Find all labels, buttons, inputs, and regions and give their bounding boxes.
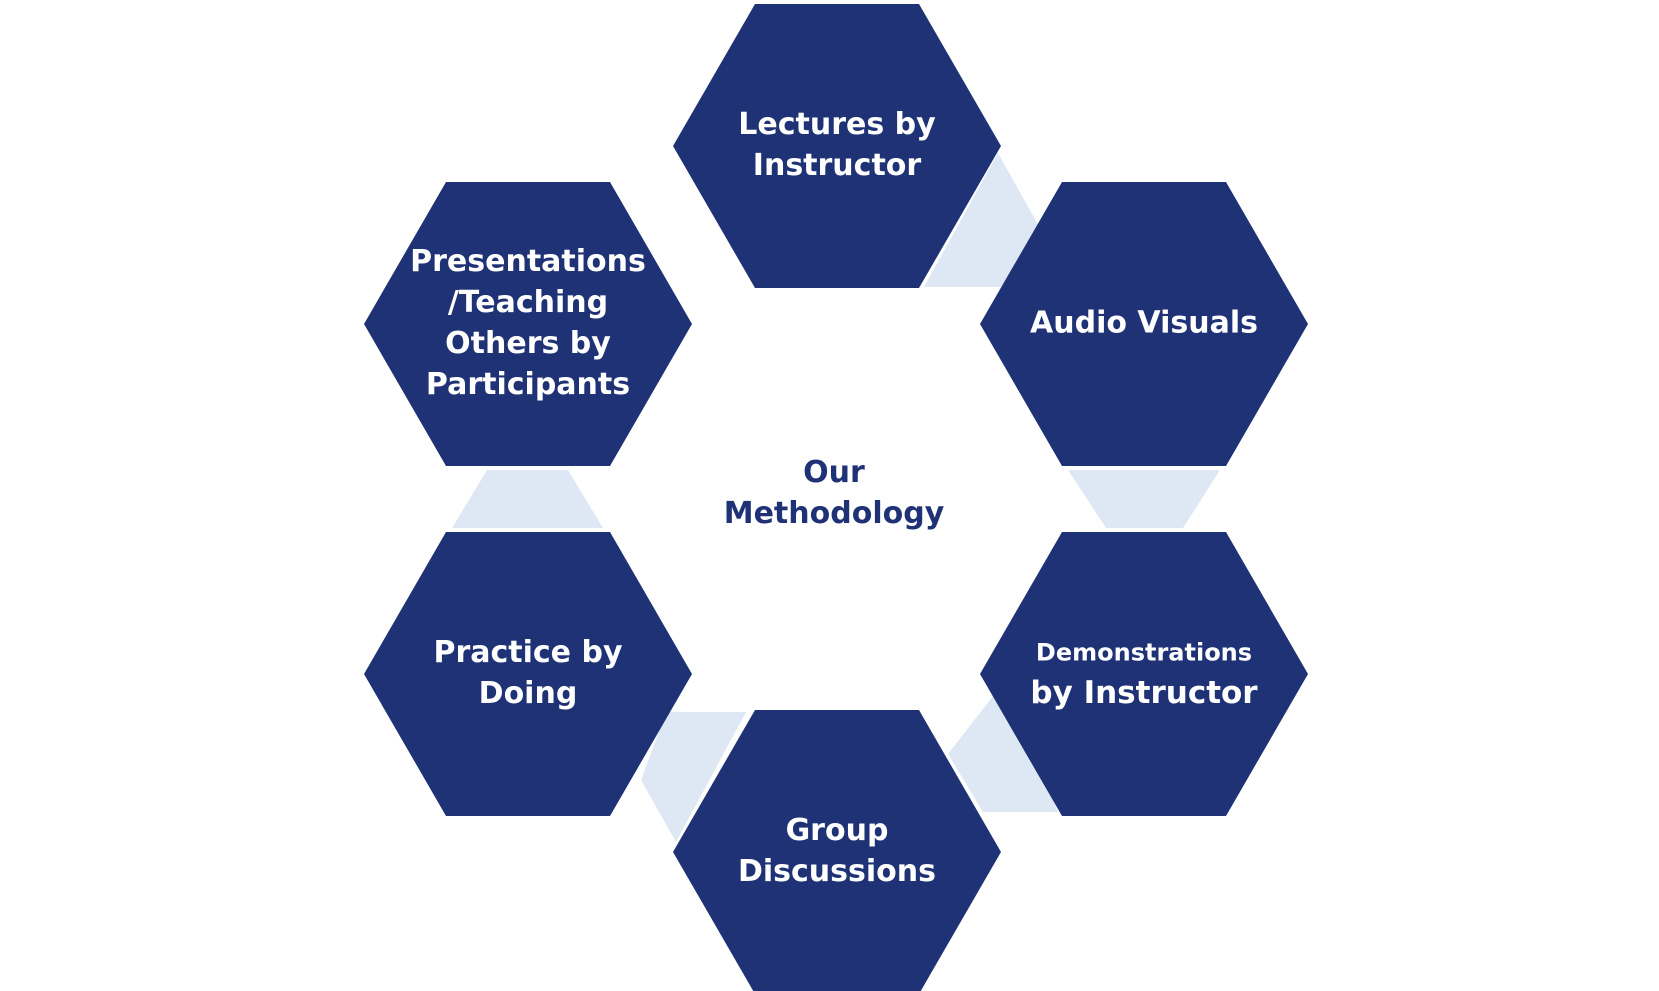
hexagon-label-line: Others by	[445, 326, 611, 361]
hexagon-demonstrations: Demonstrations by Instructor	[980, 532, 1308, 816]
hexagon-label-line: /Teaching	[448, 285, 608, 320]
hexagon-label-line: Audio Visuals	[1030, 306, 1258, 341]
hexagon-shape	[364, 532, 692, 816]
hexagon-practice: Practice by Doing	[364, 532, 692, 816]
hexagon-label-line: Participants	[426, 367, 630, 402]
connectors	[452, 153, 1220, 842]
connector-shape	[641, 712, 746, 842]
hexagon-label-line: Presentations	[410, 244, 646, 279]
hexagon-lectures: Lectures by Instructor	[673, 4, 1001, 288]
connector-shape	[1068, 470, 1220, 528]
center-title-line: Our	[803, 455, 865, 490]
hexagon-label-line: Demonstrations	[1036, 639, 1252, 667]
hexagon-shape	[364, 182, 692, 466]
hexagon-label-line: Practice by	[433, 635, 622, 670]
connector-shape	[452, 470, 603, 528]
center-title-line: Methodology	[724, 496, 945, 531]
hexagon-shape	[980, 532, 1308, 816]
connector-shape	[948, 682, 1058, 812]
hexagon-label-line: Instructor	[753, 148, 922, 183]
hexagon-audio-visuals: Audio Visuals	[980, 182, 1308, 466]
hexagon-label-line: Discussions	[738, 854, 936, 889]
connector-shape	[924, 153, 1040, 287]
hexagon-shape	[673, 710, 1001, 991]
hexagon-label-line: by Instructor	[1030, 675, 1258, 711]
hexagon-shape	[673, 4, 1001, 288]
hexagon-shape	[980, 182, 1308, 466]
hexagon-label-line: Group	[786, 813, 889, 848]
hexagon-label-line: Lectures by	[738, 107, 936, 142]
hexagon-label-line: Doing	[479, 676, 578, 711]
